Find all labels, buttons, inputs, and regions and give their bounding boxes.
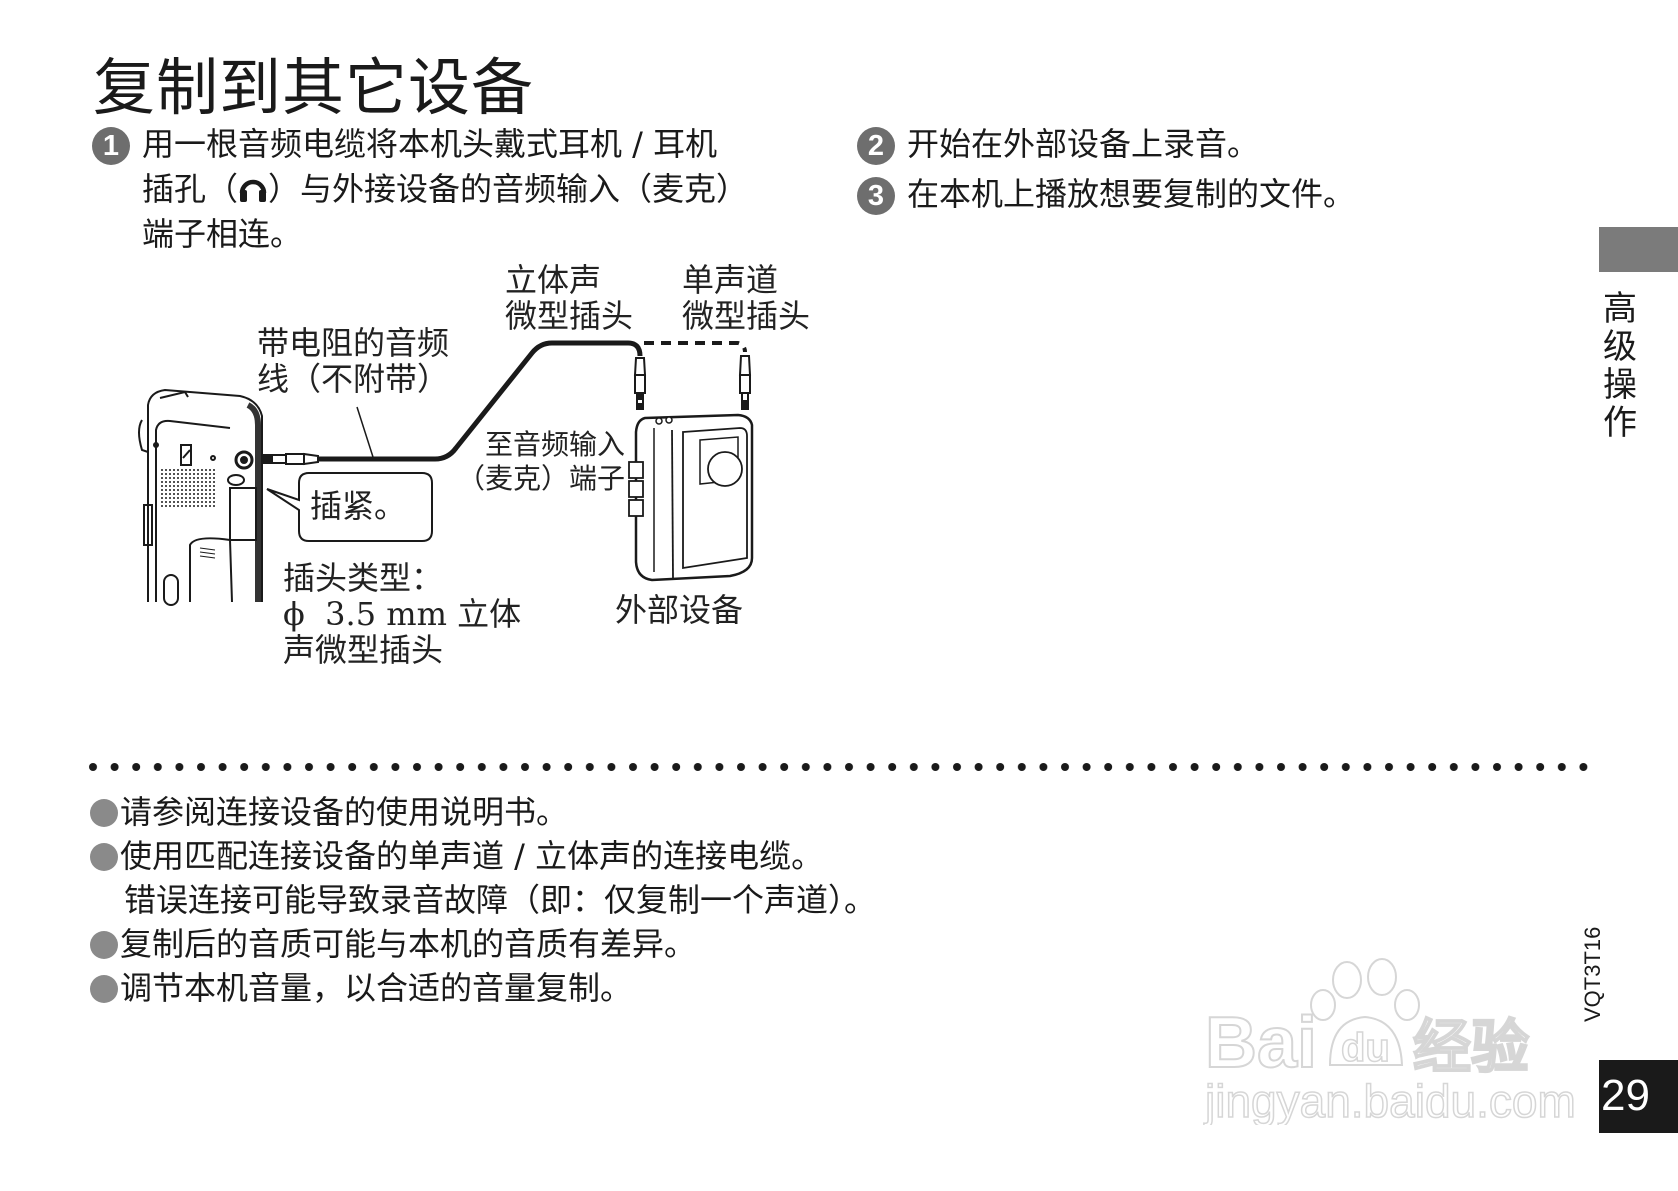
svg-text:jingyan.baidu.com: jingyan.baidu.com (1203, 1075, 1576, 1125)
step-1: 1 用一根音频电缆将本机头戴式耳机 / 耳机 插孔（）与外接设备的音频输入（麦克… (92, 122, 812, 262)
svg-text:du: du (1341, 1026, 1390, 1070)
recorder-plug-icon (263, 452, 319, 466)
bullet-icon (90, 975, 118, 1003)
stereo-plug-icon (633, 357, 647, 410)
audio-input-label: 至音频输入 （麦克）端子 (456, 428, 625, 495)
baidu-watermark-logo: Bai du 经验 jingyan.baidu.com (1202, 958, 1577, 1125)
bullet-icon (90, 843, 118, 871)
cable-label: 带电阻的音频 线（不附带） (257, 324, 450, 398)
svg-text:经验: 经验 (1413, 1013, 1529, 1081)
step-2-text: 开始在外部设备上录音。 (907, 125, 1260, 163)
mono-plug-icon (738, 355, 752, 410)
callout-text: 插紧。 (310, 487, 407, 525)
note-item: 使用匹配连接设备的单声道 / 立体声的连接电缆。 (90, 834, 876, 878)
note-item: 复制后的音质可能与本机的音质有差异。 (90, 922, 876, 966)
audio-cable (318, 340, 643, 462)
note-item: 调节本机音量，以合适的音量复制。 (90, 966, 876, 1010)
page-number: 29 (1601, 1071, 1650, 1120)
step-number-3: 3 (857, 177, 895, 215)
headphone-icon (238, 172, 268, 204)
mono-plug-label: 单声道 微型插头 (682, 261, 811, 335)
step-number-2: 2 (857, 127, 895, 165)
stereo-plug-label: 立体声 微型插头 (505, 261, 634, 335)
step-1-line-1: 用一根音频电缆将本机头戴式耳机 / 耳机 (142, 125, 718, 163)
connection-diagram (138, 340, 754, 606)
notes-list: 请参阅连接设备的使用说明书。 使用匹配连接设备的单声道 / 立体声的连接电缆。 … (90, 790, 876, 1010)
svg-text:Bai: Bai (1205, 1003, 1317, 1083)
step-number-1: 1 (92, 127, 130, 165)
step-3-text: 在本机上播放想要复制的文件。 (907, 175, 1356, 213)
dotted-separator (88, 761, 1592, 773)
step-2: 2 开始在外部设备上录音。 (857, 122, 1457, 167)
alternative-cable-dashed (644, 341, 747, 353)
cable-label-leader (356, 406, 374, 458)
bullet-icon (90, 799, 118, 827)
speaker-grille-icon (160, 468, 215, 508)
callout-bubble (266, 472, 433, 542)
note-item: 请参阅连接设备的使用说明书。 (90, 790, 876, 834)
step-1-line-3: 端子相连。 (142, 215, 303, 253)
page-title: 复制到其它设备 (93, 51, 535, 124)
external-device-label: 外部设备 (615, 591, 744, 629)
step-1-line-2: 插孔（）与外接设备的音频输入（麦克） (142, 170, 749, 208)
plug-type-label: 插头类型： ϕ 3.5 mm 立体 声微型插头 (283, 559, 522, 669)
page-number-box (1599, 1060, 1678, 1133)
bullet-icon (90, 931, 118, 959)
section-tab-marker (1599, 227, 1678, 272)
note-item-continuation: 错误连接可能导致录音故障（即：仅复制一个声道）。 (124, 881, 877, 919)
step-3: 3 在本机上播放想要复制的文件。 (857, 172, 1457, 217)
external-device-illustration (628, 413, 754, 582)
section-tab-label: 高 级 操 作 (1603, 289, 1637, 443)
